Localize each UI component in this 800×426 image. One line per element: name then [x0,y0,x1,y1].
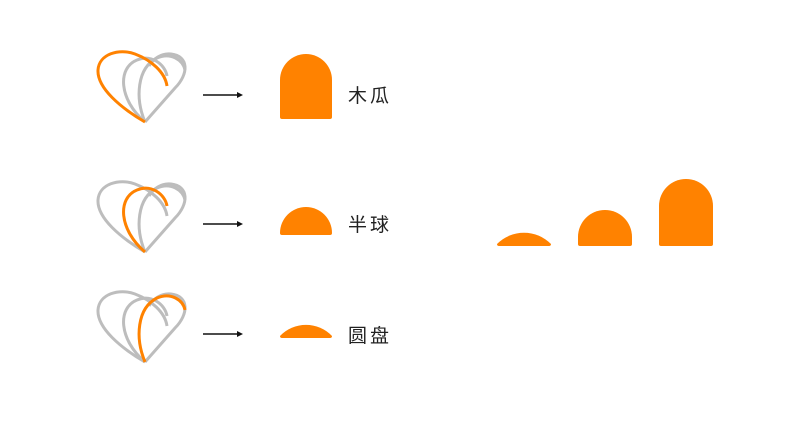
lineup-disc [497,232,551,246]
label-disc: 圆盘 [348,325,392,347]
heart-arc-middle [122,186,169,254]
row-hemisphere: 半球 [96,180,392,254]
label-hemisphere: 半球 [348,214,392,236]
lineup-half-circle [578,210,632,246]
lineup-arch [659,179,713,246]
heart-logo-middle-highlight [96,180,187,254]
heart-arc-middle [122,296,169,364]
shape-disc [280,324,332,338]
row-papaya: 木瓜 [96,50,392,124]
row-disc: 圆盘 [96,290,392,364]
heart-right-lobe [143,52,187,123]
heart-arc-outer [96,180,169,254]
shape-arch [280,54,332,119]
heart-arc-outer [96,50,169,124]
heart-right-lobe [143,182,187,253]
arrow [203,221,243,227]
arrow [203,331,243,337]
arrow [203,92,243,98]
label-papaya: 木瓜 [348,85,392,107]
heart-arc-outer [96,290,169,364]
shape-lineup [497,179,713,246]
heart-logo-inner-highlight [96,290,187,364]
shape-half-circle [280,207,332,235]
heart-arc-middle [122,56,169,124]
heart-logo-outer-highlight [96,50,187,124]
heart-arc-inner [137,294,187,363]
heart-right-lobe [143,292,187,363]
